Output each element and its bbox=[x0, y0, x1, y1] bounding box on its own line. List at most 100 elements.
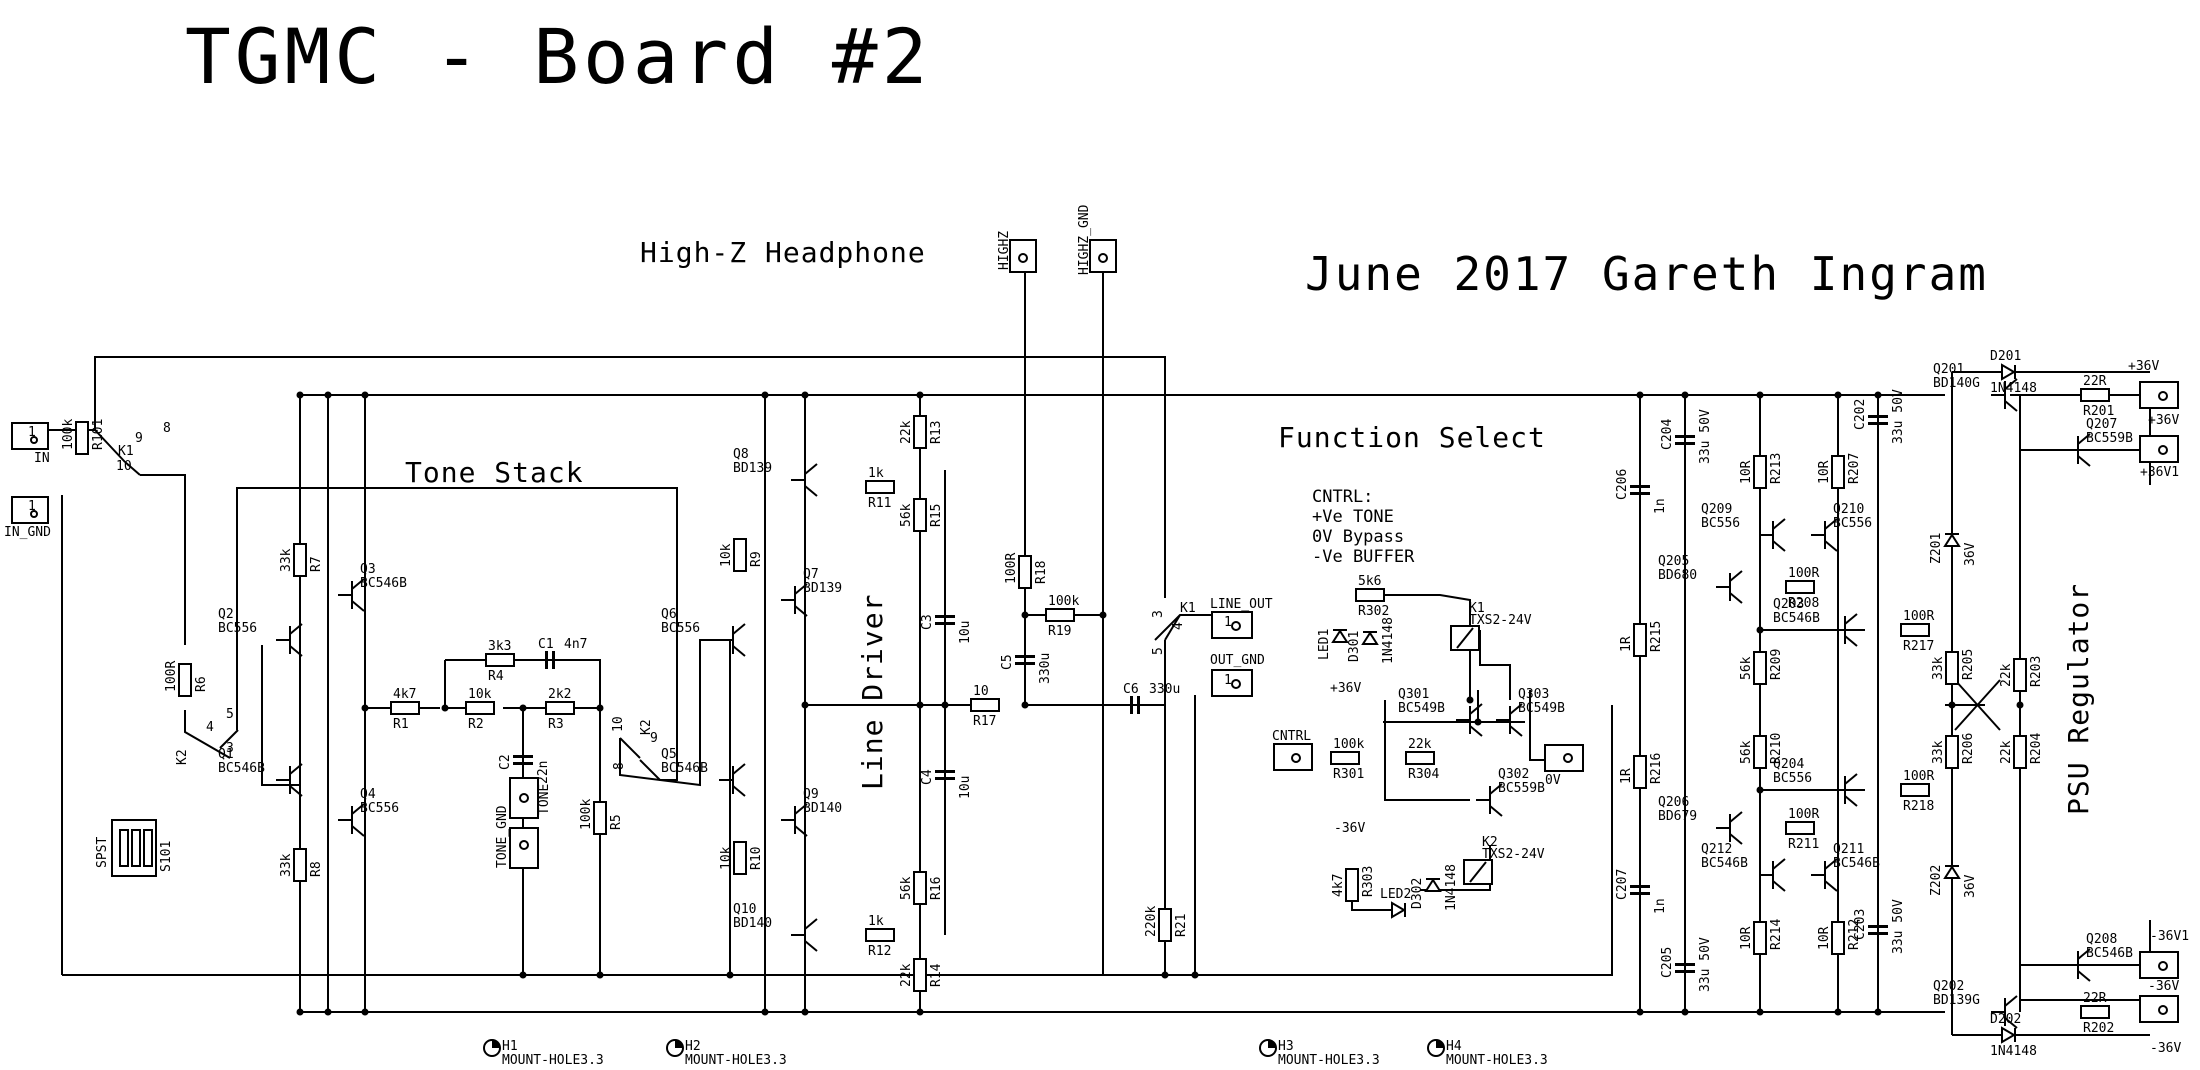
wire bbox=[1384, 700, 1470, 801]
resistor-ref: R7 bbox=[309, 556, 324, 572]
transistor-ref: Q208 bbox=[2086, 932, 2117, 947]
transistor-emitter bbox=[732, 785, 746, 797]
transistor-ref: Q6 bbox=[661, 607, 677, 622]
resistor-body bbox=[1945, 735, 1959, 769]
connector-plus-36v[interactable]: +36V +36V bbox=[2128, 359, 2179, 428]
connector-plus-36v1[interactable]: +36V1 bbox=[2139, 435, 2179, 480]
connector-0v[interactable]: 0V bbox=[1544, 744, 1584, 788]
mount-hole-h4: H4 MOUNT-HOLE3.3 bbox=[1427, 1039, 1548, 1068]
ground-wire bbox=[62, 705, 1613, 976]
resistor-body bbox=[1831, 921, 1845, 955]
connector-tone[interactable]: TONE bbox=[509, 777, 552, 819]
connector-cntrl[interactable]: CNTRL bbox=[1272, 729, 1313, 771]
svg-text:4: 4 bbox=[206, 720, 214, 735]
svg-text:9: 9 bbox=[135, 431, 143, 446]
wire bbox=[236, 487, 678, 781]
mount-hole-h3: H3 MOUNT-HOLE3.3 bbox=[1259, 1039, 1380, 1068]
control-note: 0V Bypass bbox=[1312, 527, 1404, 547]
resistor-body bbox=[865, 480, 895, 494]
connector-out-gnd[interactable]: 1 OUT_GND bbox=[1210, 653, 1265, 697]
connector-highz-gnd[interactable]: HIGHZ_GND bbox=[1077, 204, 1117, 275]
resistor-ref: R21 bbox=[1174, 914, 1189, 937]
connector-tone-gnd[interactable]: TONE_GND bbox=[495, 805, 539, 869]
transistor-ref: Q303 bbox=[1518, 687, 1549, 702]
wire bbox=[445, 659, 601, 728]
resistor-ref: R304 bbox=[1408, 767, 1439, 782]
relay-k1-input: K1 10 9 8 bbox=[116, 421, 171, 476]
svg-text:1: 1 bbox=[1224, 615, 1232, 630]
junction-dot bbox=[1874, 391, 1882, 399]
resistor-body bbox=[1753, 455, 1767, 489]
resistor-value: 33k bbox=[279, 548, 294, 572]
svg-text:9: 9 bbox=[650, 731, 658, 746]
transistor-emitter bbox=[2004, 400, 2018, 412]
resistor-ref: R18 bbox=[1034, 561, 1049, 584]
wire bbox=[1024, 270, 1140, 706]
transistor-collector bbox=[2004, 995, 2018, 1007]
resistor-value: 56k bbox=[899, 503, 914, 527]
resistor-body bbox=[913, 415, 927, 449]
capacitor-plate bbox=[552, 651, 555, 669]
transistor-value: BC556 bbox=[1773, 771, 1812, 786]
connector-minus-36v[interactable]: -36V -36V bbox=[2139, 979, 2181, 1056]
transistor-ref: Q4 bbox=[360, 787, 376, 802]
transistor-value: BC556 bbox=[218, 621, 257, 636]
transistor-value: BC546B bbox=[1833, 856, 1880, 871]
transistor-value: BD140 bbox=[733, 916, 772, 931]
resistor-body bbox=[2080, 1005, 2110, 1019]
transistor-ref: Q205 bbox=[1658, 554, 1689, 569]
connector-pin bbox=[1231, 621, 1241, 631]
resistor-body bbox=[1633, 755, 1647, 789]
dip-switch-s101[interactable]: SPST S101 bbox=[95, 819, 174, 877]
capacitor-ref: C6 bbox=[1123, 682, 1139, 697]
connector-line-out[interactable]: 1 LINE_OUT bbox=[1210, 597, 1273, 639]
connector-in-gnd[interactable]: 1 IN_GND bbox=[4, 496, 51, 540]
svg-text:H4: H4 bbox=[1446, 1039, 1462, 1054]
resistor-value: 100R bbox=[1903, 609, 1934, 624]
capacitor-value: 22n bbox=[536, 761, 551, 784]
connector-minus-36v1[interactable]: -36V1 bbox=[2139, 929, 2189, 979]
resistor-ref: R208 bbox=[1788, 596, 1819, 611]
transistor-collector bbox=[351, 803, 365, 815]
resistor-body bbox=[75, 421, 89, 455]
transistor-value: BC556 bbox=[1701, 516, 1740, 531]
resistor-ref: R206 bbox=[1961, 733, 1976, 764]
resistor-ref: R201 bbox=[2083, 404, 2114, 419]
capacitor-plate bbox=[1015, 662, 1035, 665]
connector-label: OUT_GND bbox=[1210, 653, 1265, 668]
junction-dot bbox=[941, 701, 949, 709]
resistor-body bbox=[913, 958, 927, 992]
diode-body bbox=[1331, 629, 1349, 643]
transistor-emitter bbox=[732, 645, 746, 657]
transistor-emitter bbox=[2077, 455, 2091, 467]
relay-value: TXS2-24V bbox=[1482, 847, 1545, 862]
resistor-value: 56k bbox=[899, 876, 914, 900]
transistor-value: BC556 bbox=[360, 801, 399, 816]
capacitor-plate bbox=[1630, 492, 1650, 495]
capacitor-plate bbox=[1675, 970, 1695, 973]
transistor-collector bbox=[2077, 948, 2091, 960]
connector-highz[interactable]: HIGHZ bbox=[997, 231, 1037, 273]
connector-in[interactable]: 1 IN bbox=[11, 422, 50, 466]
transistor-collector bbox=[289, 623, 303, 635]
resistor-body bbox=[1018, 555, 1032, 589]
